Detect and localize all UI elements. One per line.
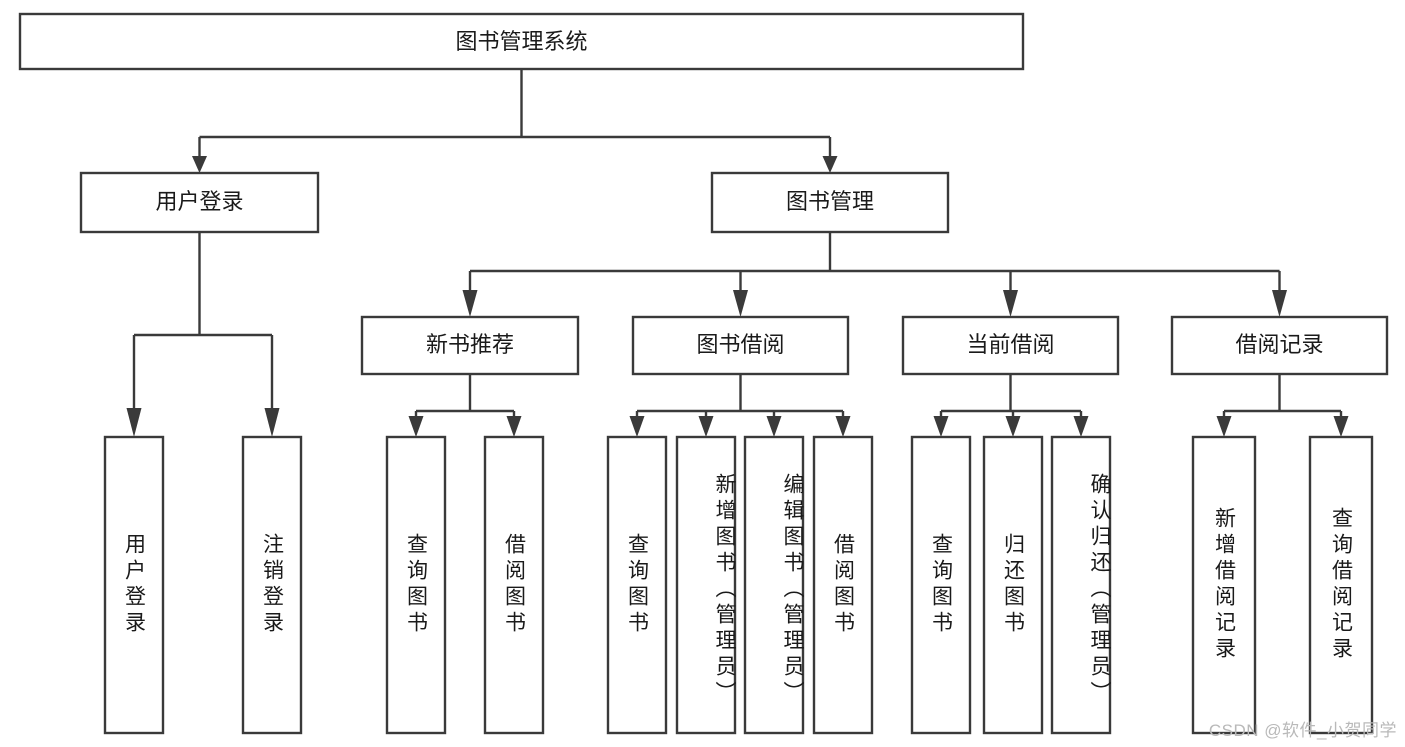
leaf-box-query-borrow-record[interactable]: [1308, 435, 1374, 735]
node-book-borrow-box[interactable]: [631, 315, 850, 376]
arrow-user-login-to-leaf-2: [264, 408, 280, 437]
leaf-box-confirm-return-admin[interactable]: [1050, 435, 1112, 735]
arrow-book-borrow-leaf-4: [835, 416, 851, 437]
node-borrow-record-label: 借阅记录: [1235, 332, 1323, 357]
node-current-borrow-label: 当前借阅: [966, 332, 1054, 357]
node-current-borrow[interactable]: 当前借阅: [901, 315, 1120, 376]
node-book-management-label: 图书管理: [786, 189, 874, 214]
arrow-user-login-to-leaf-1: [126, 408, 142, 437]
node-new-book-recommend[interactable]: 新书推荐: [360, 315, 580, 376]
arrow-to-new-book-rec: [462, 290, 478, 317]
arrow-to-borrow-record: [1272, 290, 1287, 317]
arrow-new-book-rec-leaf-1: [408, 416, 424, 437]
arrow-root-to-book-mgmt: [822, 156, 838, 173]
node-user-login-box[interactable]: [79, 171, 320, 234]
leaf-box-query-book-rec[interactable]: [385, 435, 447, 735]
node-root-system-label: 图书管理系统: [455, 29, 587, 54]
node-root-system-box[interactable]: [18, 12, 1025, 71]
arrow-borrow-record-leaf-2: [1333, 416, 1349, 437]
leaf-box-layer: [103, 435, 1374, 735]
leaf-box-query-book-borrow[interactable]: [606, 435, 668, 735]
arrow-book-borrow-leaf-1: [629, 416, 645, 437]
node-current-borrow-box[interactable]: [901, 315, 1120, 376]
arrow-borrow-record-leaf-1: [1216, 416, 1232, 437]
node-borrow-record-box[interactable]: [1170, 315, 1389, 376]
leaf-box-user-login[interactable]: [103, 435, 165, 735]
arrow-book-borrow-leaf-3: [766, 416, 782, 437]
arrow-current-borrow-leaf-1: [933, 416, 949, 437]
arrow-book-borrow-leaf-2: [698, 416, 714, 437]
node-user-login[interactable]: 用户登录: [79, 171, 320, 234]
node-root-system[interactable]: 图书管理系统: [18, 12, 1025, 71]
node-book-borrow-label: 图书借阅: [696, 332, 784, 357]
leaf-box-add-borrow-record[interactable]: [1191, 435, 1257, 735]
arrow-root-to-user-login: [192, 156, 207, 173]
node-borrow-record[interactable]: 借阅记录: [1170, 315, 1389, 376]
node-user-login-label: 用户登录: [155, 189, 243, 214]
connector-layer: [126, 69, 1349, 437]
node-new-book-recommend-label: 新书推荐: [426, 332, 514, 357]
node-book-management[interactable]: 图书管理: [710, 171, 950, 234]
leaf-box-query-book-current[interactable]: [910, 435, 972, 735]
leaf-box-borrow-book-rec[interactable]: [483, 435, 545, 735]
leaf-box-borrow-book[interactable]: [812, 435, 874, 735]
leaf-box-add-book-admin[interactable]: [675, 435, 737, 735]
node-book-borrow[interactable]: 图书借阅: [631, 315, 850, 376]
leaf-box-return-book[interactable]: [982, 435, 1044, 735]
arrow-new-book-rec-leaf-2: [506, 416, 522, 437]
node-new-book-recommend-box[interactable]: [360, 315, 580, 376]
node-book-management-box[interactable]: [710, 171, 950, 234]
leaf-box-edit-book-admin[interactable]: [743, 435, 805, 735]
arrow-current-borrow-leaf-2: [1005, 416, 1021, 437]
leaf-box-logout-login[interactable]: [241, 435, 303, 735]
arrow-to-current-borrow: [1003, 290, 1018, 317]
csdn-watermark: CSDN @软件_小贺同学: [1208, 721, 1397, 740]
arrow-current-borrow-leaf-3: [1073, 416, 1089, 437]
arrow-to-book-borrow: [733, 290, 748, 317]
